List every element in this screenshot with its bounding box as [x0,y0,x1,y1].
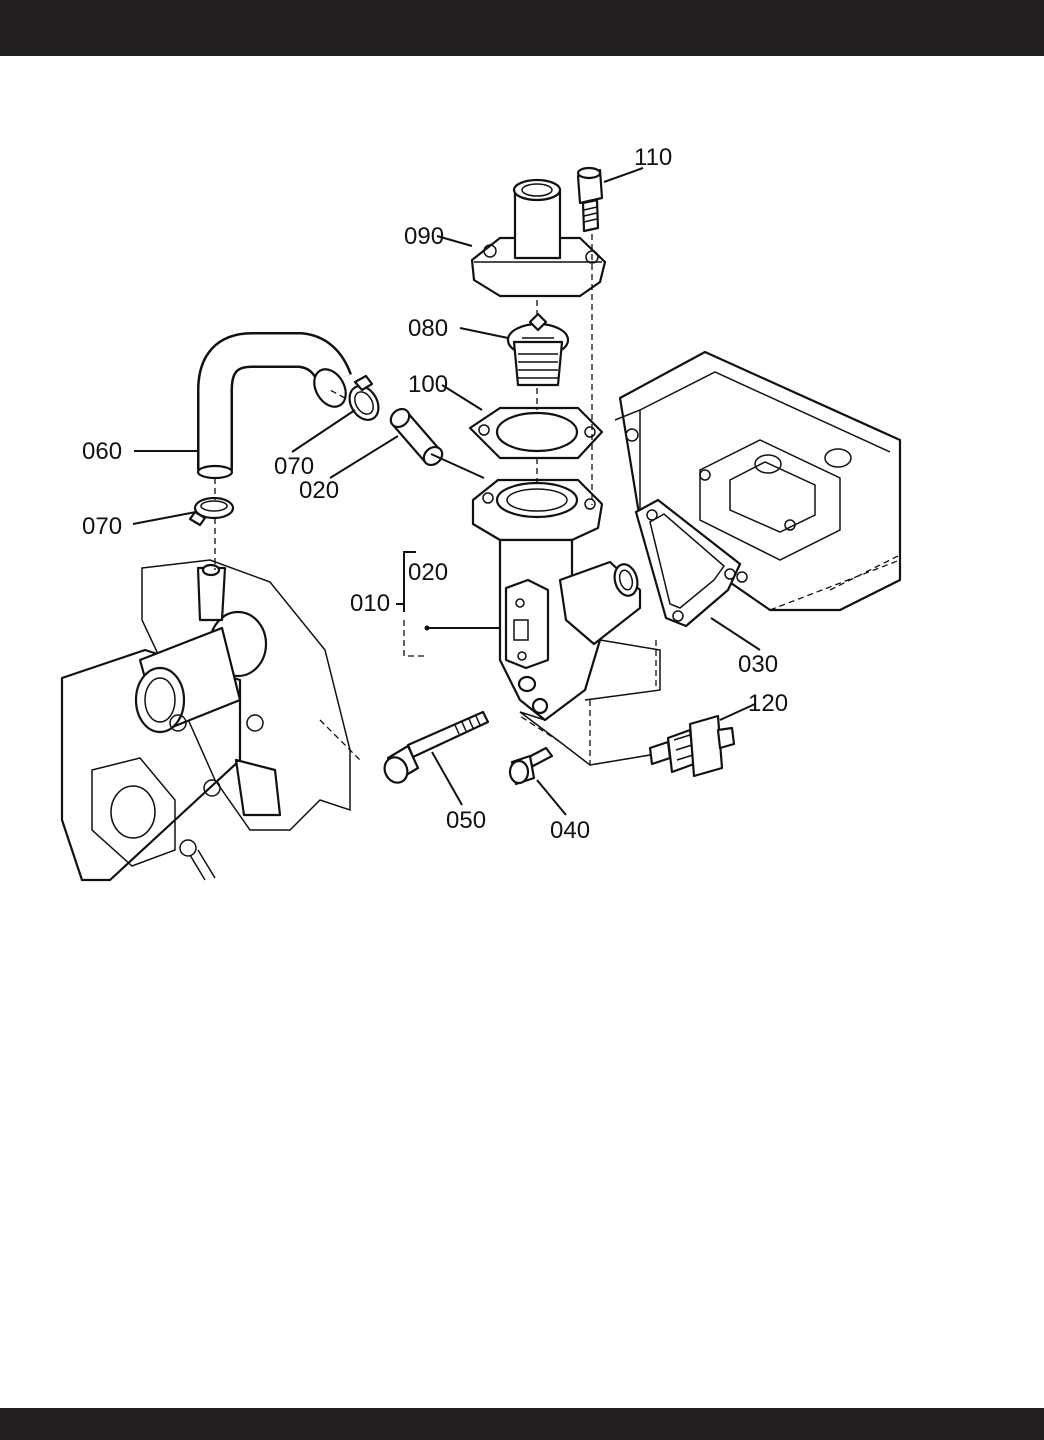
clamp-070-upper [344,376,385,425]
bolt-110 [578,168,602,231]
label-070-lower: 070 [82,513,122,540]
label-110: 110 [634,144,672,171]
label-070-upper: 070 [274,453,314,480]
label-010: 010 [350,590,390,617]
label-060: 060 [82,438,122,465]
water-pump-left [62,560,360,880]
label-020-bracket: 020 [408,559,448,586]
housing-010 [473,480,660,765]
label-090: 090 [404,223,444,250]
label-100: 100 [408,371,448,398]
label-120: 120 [748,690,788,717]
gasket-100 [470,408,602,458]
label-080: 080 [408,315,448,342]
bolt-050 [381,712,488,786]
clamp-070-lower [190,498,233,525]
label-050: 050 [446,807,486,834]
label-040: 040 [550,817,590,844]
label-020-pipe: 020 [299,477,339,504]
bolt-040 [510,748,552,784]
thermostat-080 [508,314,568,385]
label-030: 030 [738,651,778,678]
bottom-bar [0,1408,1044,1440]
sender-120 [650,716,734,776]
